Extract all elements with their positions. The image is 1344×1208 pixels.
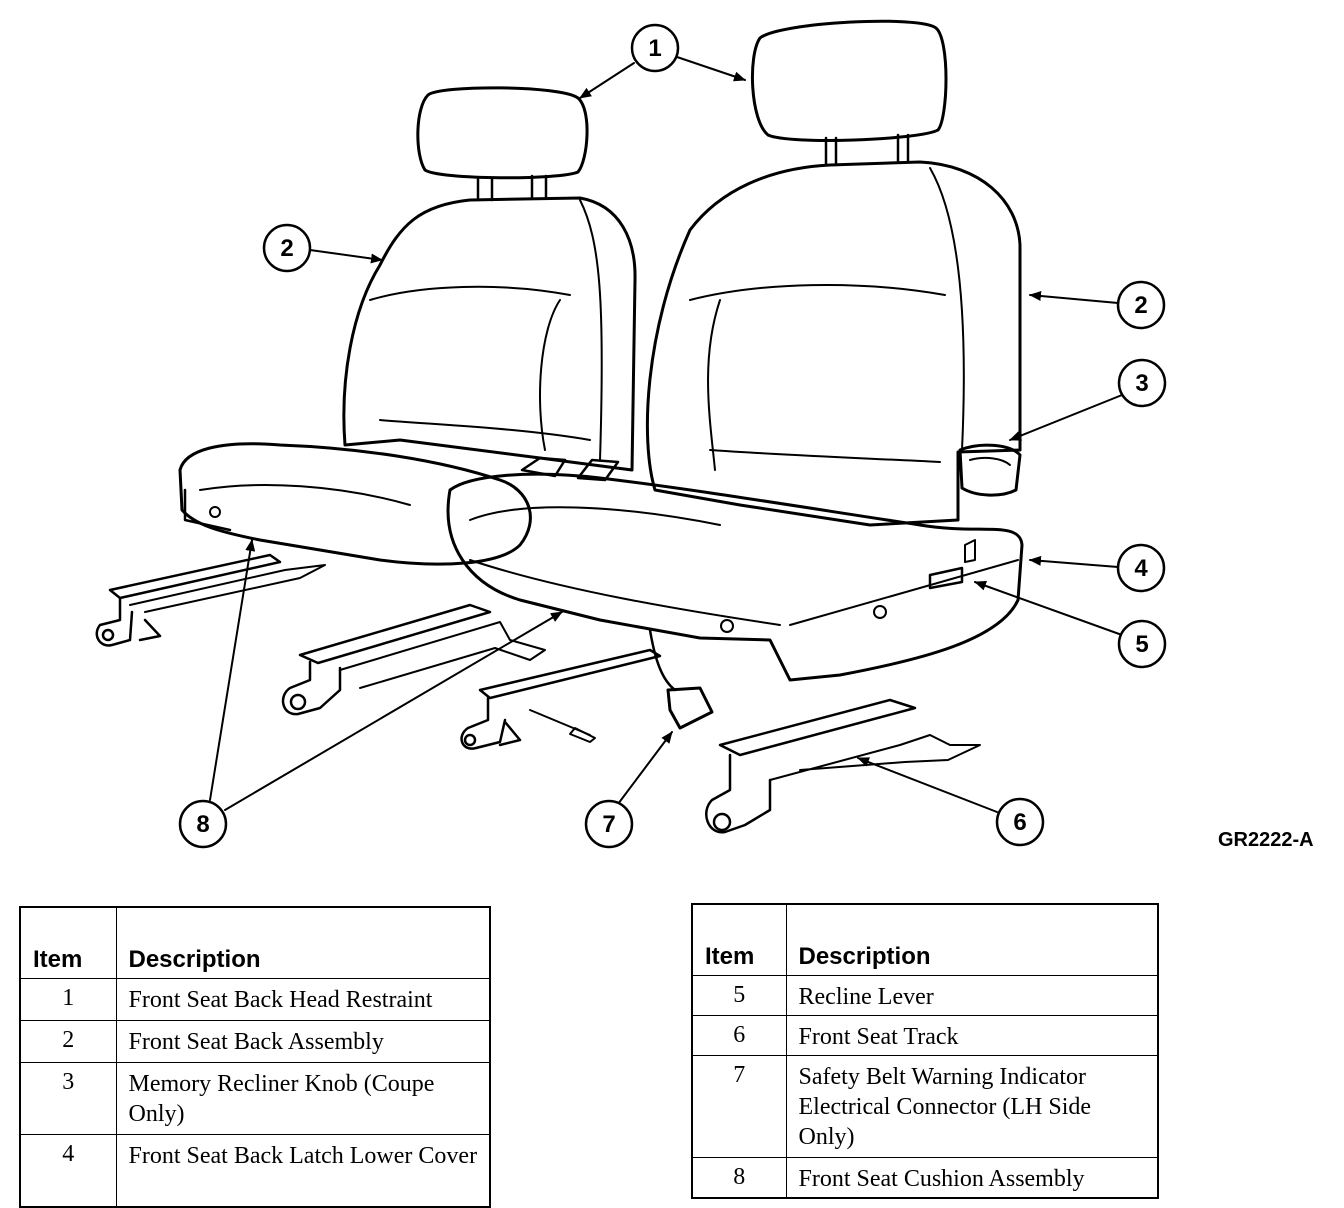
left-seat	[178, 86, 637, 566]
legend-table-right: Item Description 5 Recline Lever 6 Front…	[691, 903, 1159, 1199]
table-row: 3 Memory Recliner Knob (Coupe Only)	[19, 1062, 491, 1135]
item-number: 6	[691, 1015, 787, 1056]
header-description: Description	[115, 906, 491, 979]
table-row: 5 Recline Lever	[691, 975, 1159, 1016]
callout-7: 7	[584, 799, 634, 849]
item-description: Recline Lever	[785, 975, 1159, 1016]
seat-tracks	[95, 553, 981, 834]
callout-6: 6	[995, 797, 1045, 847]
svg-text:2: 2	[280, 235, 293, 262]
callouts: 1 2 2 3 4 5 6 7 8	[178, 23, 1167, 849]
item-number: 4	[19, 1134, 117, 1207]
header-item: Item	[19, 906, 117, 979]
svg-text:4: 4	[1134, 555, 1148, 582]
svg-text:3: 3	[1135, 370, 1148, 397]
item-description: Front Seat Track	[785, 1015, 1159, 1056]
svg-text:8: 8	[196, 811, 209, 838]
seat-exploded-diagram: 1 2 2 3 4 5 6 7 8	[95, 19, 1167, 849]
svg-text:7: 7	[602, 811, 615, 838]
table-row: 8 Front Seat Cushion Assembly	[691, 1157, 1159, 1198]
header-description: Description	[785, 903, 1159, 976]
svg-text:6: 6	[1013, 809, 1026, 836]
item-number: 3	[19, 1062, 117, 1135]
item-description: Front Seat Cushion Assembly	[785, 1157, 1159, 1198]
table-row: 6 Front Seat Track	[691, 1015, 1159, 1056]
svg-text:5: 5	[1135, 631, 1148, 658]
callout-2a: 2	[262, 223, 312, 273]
callout-5: 5	[1117, 619, 1167, 669]
right-seat	[446, 19, 1024, 730]
item-description: Safety Belt Warning Indicator Electrical…	[785, 1055, 1159, 1158]
figure-id: GR2222-A	[1218, 829, 1314, 851]
item-description: Front Seat Back Head Restraint	[115, 978, 491, 1021]
header-item: Item	[691, 903, 787, 976]
callout-1a: 1	[630, 23, 680, 73]
item-number: 5	[691, 975, 787, 1016]
item-description: Front Seat Back Assembly	[115, 1020, 491, 1063]
callout-3: 3	[1117, 358, 1167, 408]
callout-leaders	[209, 56, 1123, 813]
table-row: 1 Front Seat Back Head Restraint	[19, 978, 491, 1021]
table-row: 2 Front Seat Back Assembly	[19, 1020, 491, 1063]
callout-2b: 2	[1116, 280, 1166, 330]
item-description: Front Seat Back Latch Lower Cover	[115, 1134, 491, 1207]
svg-text:1: 1	[648, 35, 661, 62]
item-number: 1	[19, 978, 117, 1021]
svg-text:2: 2	[1134, 292, 1147, 319]
table-row: 4 Front Seat Back Latch Lower Cover	[19, 1134, 491, 1207]
legend-header: Item Description	[691, 903, 1159, 976]
callout-4: 4	[1116, 543, 1166, 593]
item-description: Memory Recliner Knob (Coupe Only)	[115, 1062, 491, 1135]
table-row: 7 Safety Belt Warning Indicator Electric…	[691, 1055, 1159, 1158]
item-number: 7	[691, 1055, 787, 1158]
legend-header: Item Description	[19, 906, 491, 979]
item-number: 8	[691, 1157, 787, 1198]
legend-table-left: Item Description 1 Front Seat Back Head …	[19, 906, 491, 1208]
item-number: 2	[19, 1020, 117, 1063]
callout-8: 8	[178, 799, 228, 849]
